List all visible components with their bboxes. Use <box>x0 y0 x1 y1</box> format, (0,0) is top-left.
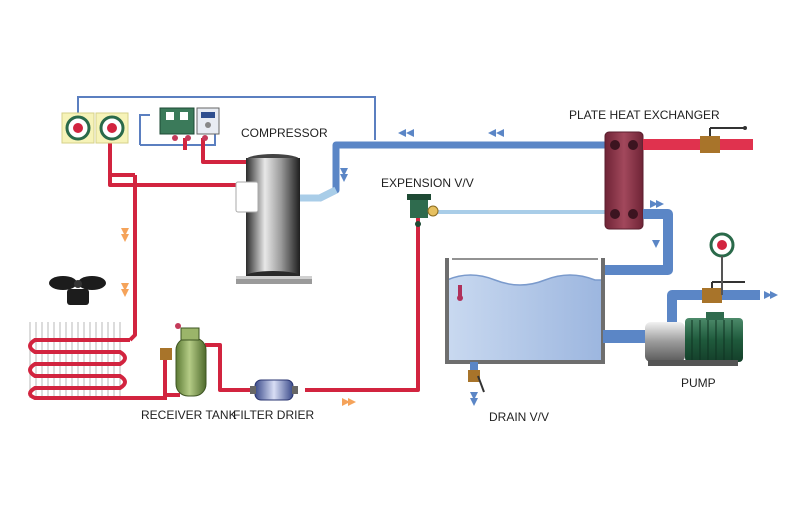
expansion-valve <box>407 194 439 227</box>
pressure-gauge-icon <box>95 112 129 144</box>
pump-discharge-line <box>667 268 760 322</box>
pressure-gauge-icon <box>709 232 735 268</box>
flow-arrow-icon <box>342 398 356 406</box>
expansion-valve-label: EXPENSION V/V <box>381 176 474 190</box>
pressure-gauge-icon <box>61 112 95 144</box>
pressure-switch <box>159 107 195 141</box>
hot-water-inlet <box>643 126 753 153</box>
receiver-tank-label: RECEIVER TANK <box>141 408 237 422</box>
receiver-tank <box>160 323 207 397</box>
flow-arrow-icon <box>398 129 414 137</box>
condenser-coil <box>28 322 167 400</box>
flow-arrow-icon <box>764 291 778 299</box>
flow-arrow-icon <box>652 240 660 248</box>
suction-line <box>300 141 608 202</box>
condenser-fan-icon <box>49 276 106 305</box>
compressor <box>235 154 312 284</box>
flow-arrow-icon <box>650 200 664 208</box>
flow-arrow-icon <box>470 392 478 406</box>
chilled-water-line <box>605 209 673 275</box>
flow-arrow-icon <box>121 283 129 297</box>
flow-arrow-icon <box>488 129 504 137</box>
flow-arrow-icon <box>121 228 129 242</box>
pump <box>645 312 743 366</box>
pump-label: PUMP <box>681 376 716 390</box>
drain-valve <box>468 362 485 393</box>
plate-heat-exchanger <box>604 131 644 230</box>
pump-suction-pipe <box>603 330 648 343</box>
compressor-label: COMPRESSOR <box>241 126 328 140</box>
filter-drier <box>250 379 298 401</box>
flow-arrow-icon <box>340 168 348 182</box>
plate-heat-exchanger-label: PLATE HEAT EXCHANGER <box>569 108 720 122</box>
water-tank <box>445 258 605 364</box>
drain-valve-label: DRAIN V/V <box>489 410 549 424</box>
thermostat-controller <box>196 107 220 141</box>
filter-drier-label: FILTER DRIER <box>233 408 314 422</box>
